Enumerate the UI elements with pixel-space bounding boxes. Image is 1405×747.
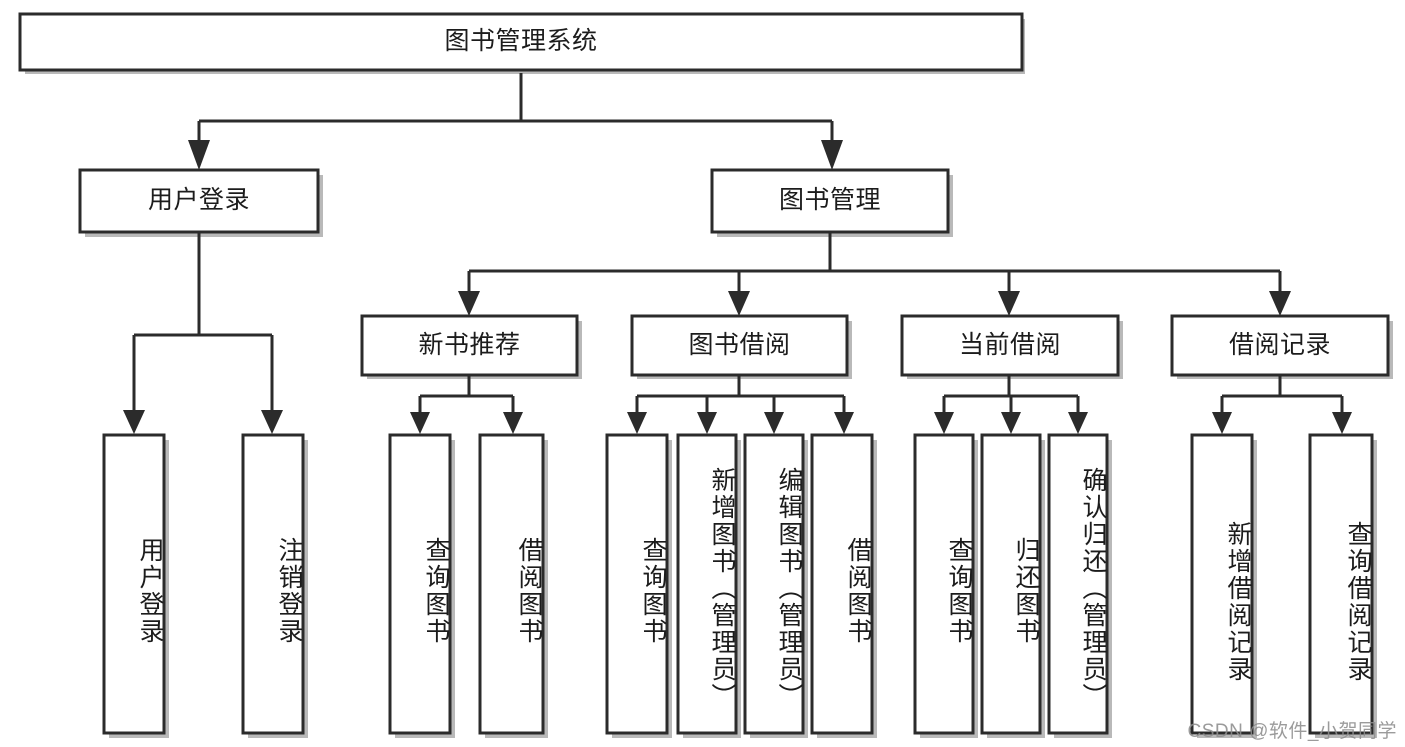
leaf-borrow-0-rect[interactable] bbox=[605, 433, 669, 735]
node-root-rect[interactable] bbox=[18, 12, 1024, 72]
arrow-heads bbox=[123, 140, 1352, 434]
node-level1-1-rect[interactable] bbox=[710, 168, 950, 234]
csdn-watermark: CSDN @软件_小贺同学 bbox=[1187, 721, 1397, 742]
leaf-current-0-rect[interactable] bbox=[913, 433, 975, 735]
node-level2-0-rect[interactable] bbox=[360, 314, 579, 377]
leaf-record-0-rect[interactable] bbox=[1190, 433, 1254, 735]
leaf-borrow-3-rect[interactable] bbox=[810, 433, 874, 735]
leaf-newbook-0-rect[interactable] bbox=[388, 433, 452, 735]
node-level2-1-rect[interactable] bbox=[630, 314, 849, 377]
leaf-borrow-1-rect[interactable] bbox=[676, 433, 738, 735]
leaf-current-1-rect[interactable] bbox=[980, 433, 1042, 735]
leaf-borrow-2-rect[interactable] bbox=[743, 433, 805, 735]
leaf-user-login-0-rect[interactable] bbox=[102, 433, 166, 735]
leaf-current-2-rect[interactable] bbox=[1047, 433, 1109, 735]
node-rects bbox=[18, 12, 1390, 735]
node-level2-2-rect[interactable] bbox=[900, 314, 1120, 377]
connector-lines bbox=[132, 73, 1344, 412]
node-level1-0-rect[interactable] bbox=[78, 168, 320, 234]
leaf-newbook-1-rect[interactable] bbox=[478, 433, 545, 735]
node-level2-3-rect[interactable] bbox=[1170, 314, 1390, 377]
leaf-record-1-rect[interactable] bbox=[1308, 433, 1374, 735]
leaf-user-login-1-rect[interactable] bbox=[241, 433, 305, 735]
